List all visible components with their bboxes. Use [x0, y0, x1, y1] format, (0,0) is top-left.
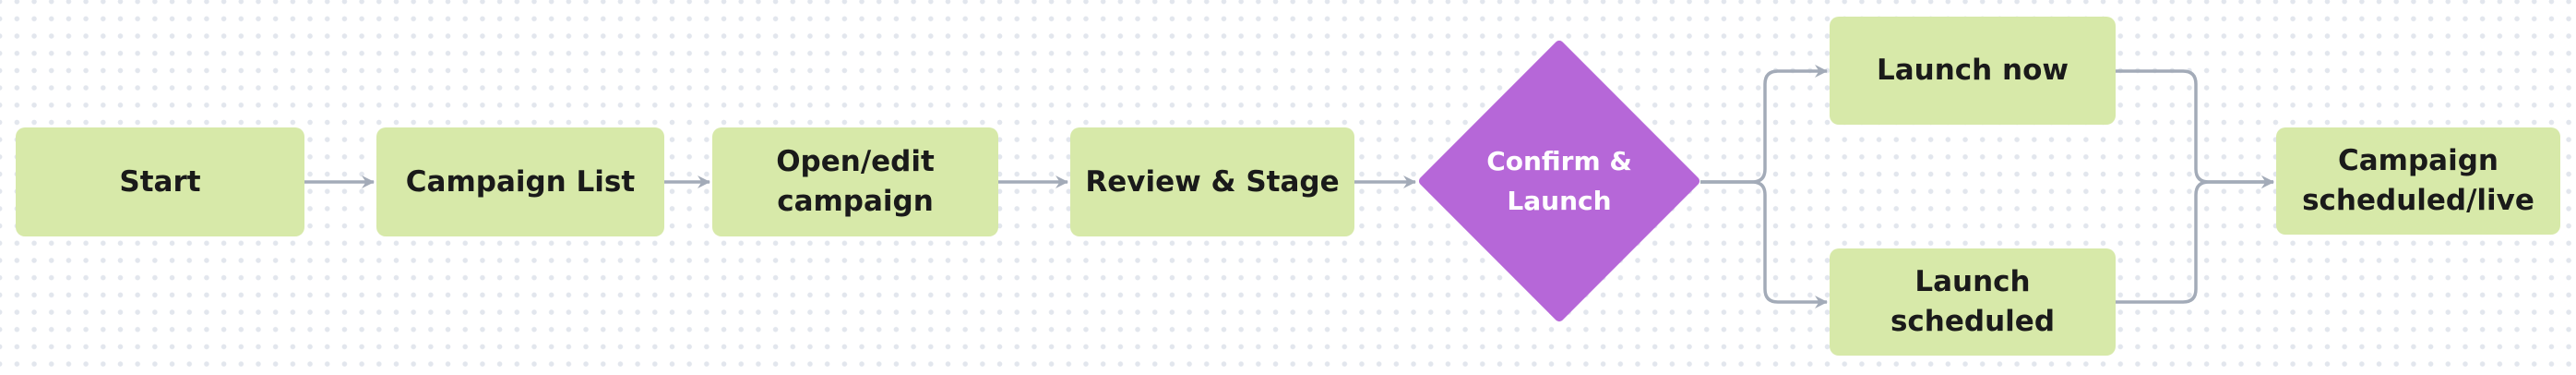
edge-launch-now-to-campaign-live	[2116, 69, 2274, 188]
node-launch-scheduled: Launch scheduled	[1830, 248, 2116, 356]
node-confirm-launch-label: Confirm & Launch	[1486, 145, 1632, 216]
node-campaign-scheduled-live: Campaign scheduled/live	[2276, 127, 2560, 235]
node-launch-scheduled-label: Launch scheduled	[1890, 265, 2056, 338]
node-confirm-launch: Confirm & Launch	[1416, 38, 1702, 324]
node-launch-now: Launch now	[1830, 17, 2116, 125]
node-start-label: Start	[119, 164, 201, 199]
node-open-edit-campaign: Open/edit campaign	[712, 127, 998, 236]
edge-launch-scheduled-to-campaign-live	[2116, 175, 2274, 304]
node-campaign-scheduled-live-label: Campaign scheduled/live	[2302, 144, 2534, 217]
node-launch-now-label: Launch now	[1876, 54, 2069, 88]
node-campaign-list-label: Campaign List	[405, 164, 636, 199]
node-start: Start	[16, 127, 304, 236]
edge-confirm-launch-to-launch-scheduled	[1700, 180, 1828, 308]
node-open-edit-campaign-label: Open/edit campaign	[776, 145, 935, 218]
node-campaign-list: Campaign List	[376, 127, 664, 236]
node-review-stage: Review & Stage	[1070, 127, 1354, 236]
edge-confirm-launch-to-launch-now	[1700, 65, 1828, 184]
node-review-stage-label: Review & Stage	[1085, 164, 1340, 199]
